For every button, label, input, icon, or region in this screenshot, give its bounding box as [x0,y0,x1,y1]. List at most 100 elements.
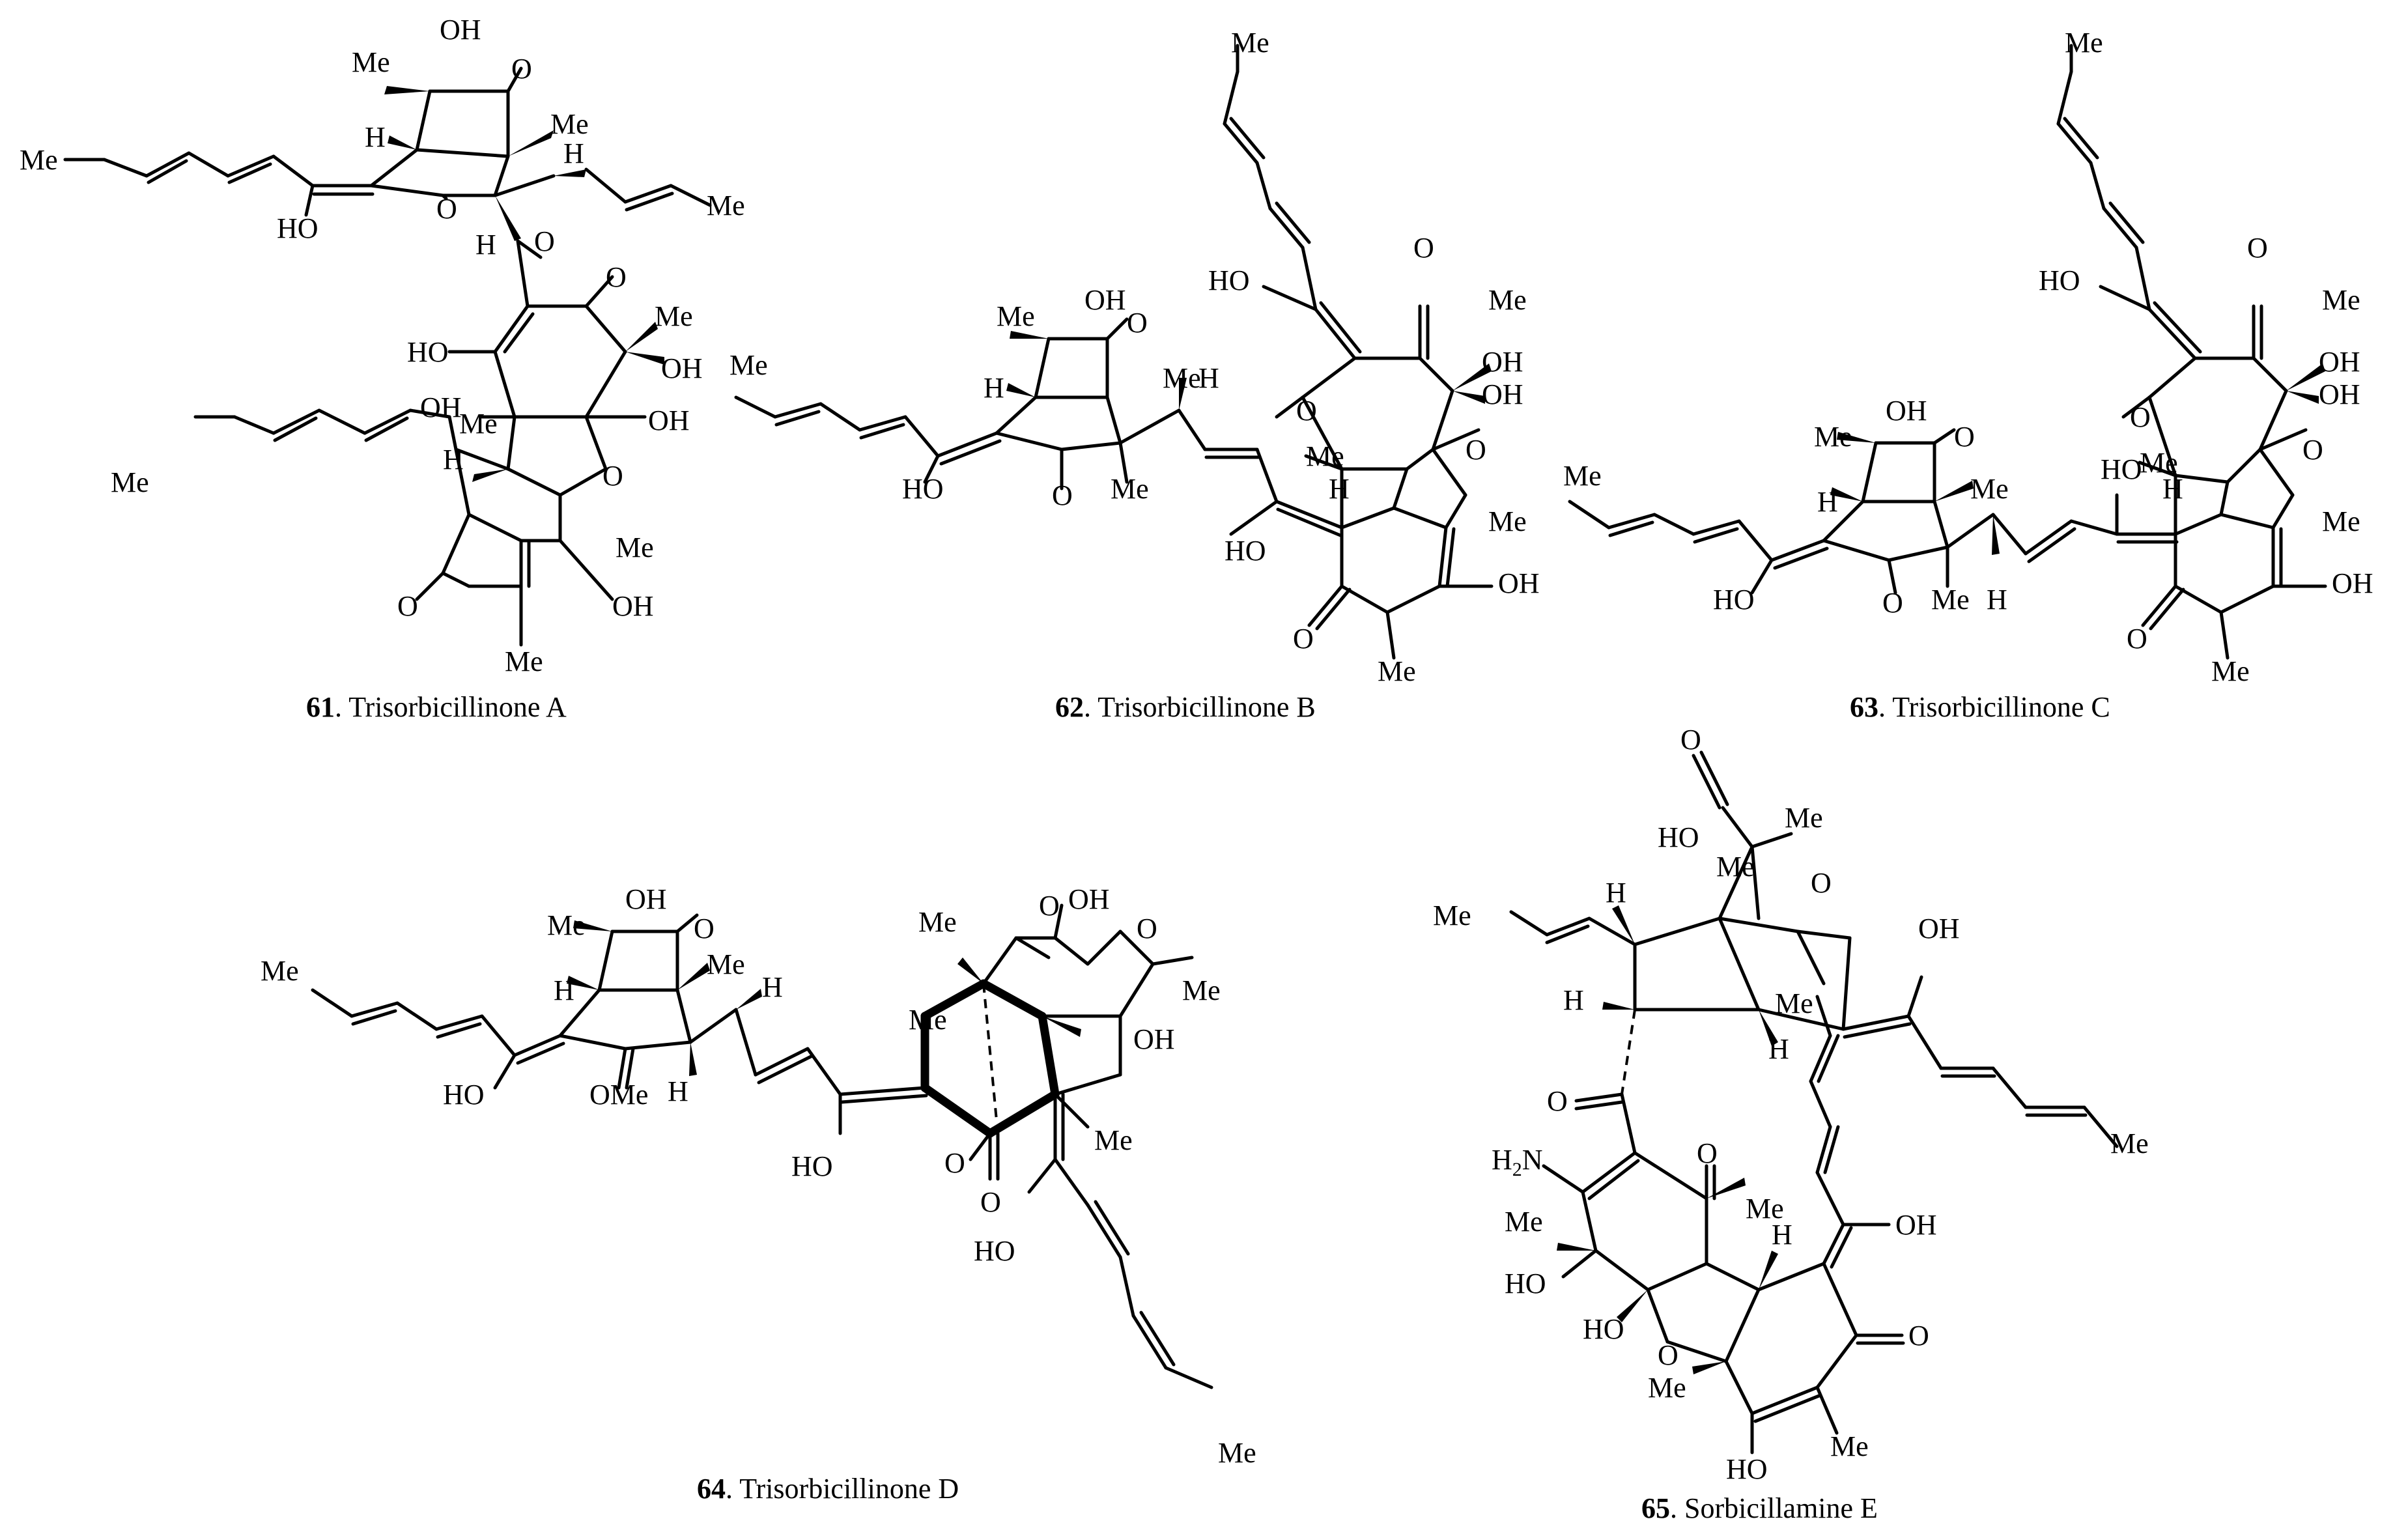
label: Me [616,532,654,563]
label: Me [997,300,1035,332]
label: OH [420,391,462,423]
label: O [1413,232,1434,264]
label: O [1954,421,1975,453]
label: Me [1488,505,1527,537]
label: Me [1488,284,1527,316]
label: Me [1931,584,1970,616]
label: OH [625,883,667,915]
structure-65: O HO Me Me O OH H Me H H Me Me O H2N O M… [1433,724,2149,1524]
label: Me [1163,362,1201,394]
label: Me [2065,27,2103,59]
label: H [668,1075,688,1107]
label: OH [612,590,654,622]
label: OH [1482,346,1523,378]
label: H [1198,362,1219,394]
label: O [2130,401,2151,433]
label: OH [1886,395,1927,427]
label: OH [1482,378,1523,410]
label: H [1329,473,1350,505]
label: HO [1726,1453,1768,1485]
label: Me [505,645,543,677]
label: H [1768,1033,1789,1065]
label: Me [1433,900,1471,931]
label: H [1563,984,1584,1016]
label: H [1817,486,1838,518]
label: Me [550,108,589,140]
label: Me [707,948,745,980]
label: O [1680,724,1701,756]
label: Me [1306,440,1344,472]
label: HO [791,1150,833,1182]
label: H [2162,473,2183,505]
label: O [694,913,715,944]
label: Me [2140,447,2178,479]
label: OH [1068,883,1110,915]
label: Me [1231,27,1269,59]
label: HO [407,336,449,368]
label: Me [547,909,586,941]
label: H [1606,877,1626,909]
label: Me [1505,1206,1543,1238]
label: H [1772,1219,1792,1251]
label: Me [20,144,58,176]
label: Me [1746,1193,1784,1225]
label: Me [1182,974,1221,1006]
label: Me [1563,460,1602,492]
label: O [397,590,418,622]
label: O [1039,890,1060,922]
label: OH [1084,284,1126,316]
label: O [2127,623,2147,655]
label: O [2302,434,2323,466]
label: OH [2319,346,2360,378]
label: Me [459,408,498,440]
label: Me [1970,473,2009,505]
structure-63: OH Me O H Me Me HO O Me H HO HO O Me OH … [1563,27,2373,723]
label: O [1908,1320,1929,1352]
label: HO [2039,264,2080,296]
label: HO [1225,535,1266,567]
label: Me [707,190,745,221]
label: Me [1094,1124,1133,1156]
label: H [475,229,496,261]
label: H [365,121,386,153]
label: O [1127,307,1148,339]
label: OH [1918,913,1960,944]
label: Me [1648,1372,1686,1404]
label: OH [661,352,703,384]
label: O [1547,1085,1568,1117]
label: Me [1775,987,1813,1019]
label: H [984,372,1004,404]
label: Me [2110,1128,2149,1159]
label: OH [1133,1023,1175,1055]
label: OH [440,14,481,46]
label: Me [1378,655,1416,687]
label: O [1658,1339,1679,1371]
label: OMe [589,1079,648,1111]
label: H2N [1492,1144,1543,1180]
caption-64: 64. Trisorbicillinone D [697,1473,959,1505]
label: Me [1785,802,1823,834]
label: O [1137,913,1157,944]
caption-65: 65. Sorbicillamine E [1641,1492,1878,1524]
label: O [606,261,627,293]
label: O [1052,479,1073,511]
label: Me [1218,1437,1256,1469]
label: H [762,971,783,1003]
label: O [1882,587,1903,619]
label: O [1293,623,1314,655]
label: O [436,193,457,225]
label: OH [2332,567,2373,599]
label: HO [902,473,944,505]
label: O [980,1186,1001,1218]
caption-61: 61. Trisorbicillinone A [306,691,567,723]
structure-61: OH Me O H Me H Me Me HO O H O O Me HO OH… [20,14,745,723]
label: OH [1895,1209,1937,1241]
label: O [944,1147,965,1179]
label: Me [909,1004,947,1036]
label: O [2247,232,2268,264]
label: HO [443,1079,485,1111]
label: H [563,137,584,169]
label: Me [352,46,390,78]
